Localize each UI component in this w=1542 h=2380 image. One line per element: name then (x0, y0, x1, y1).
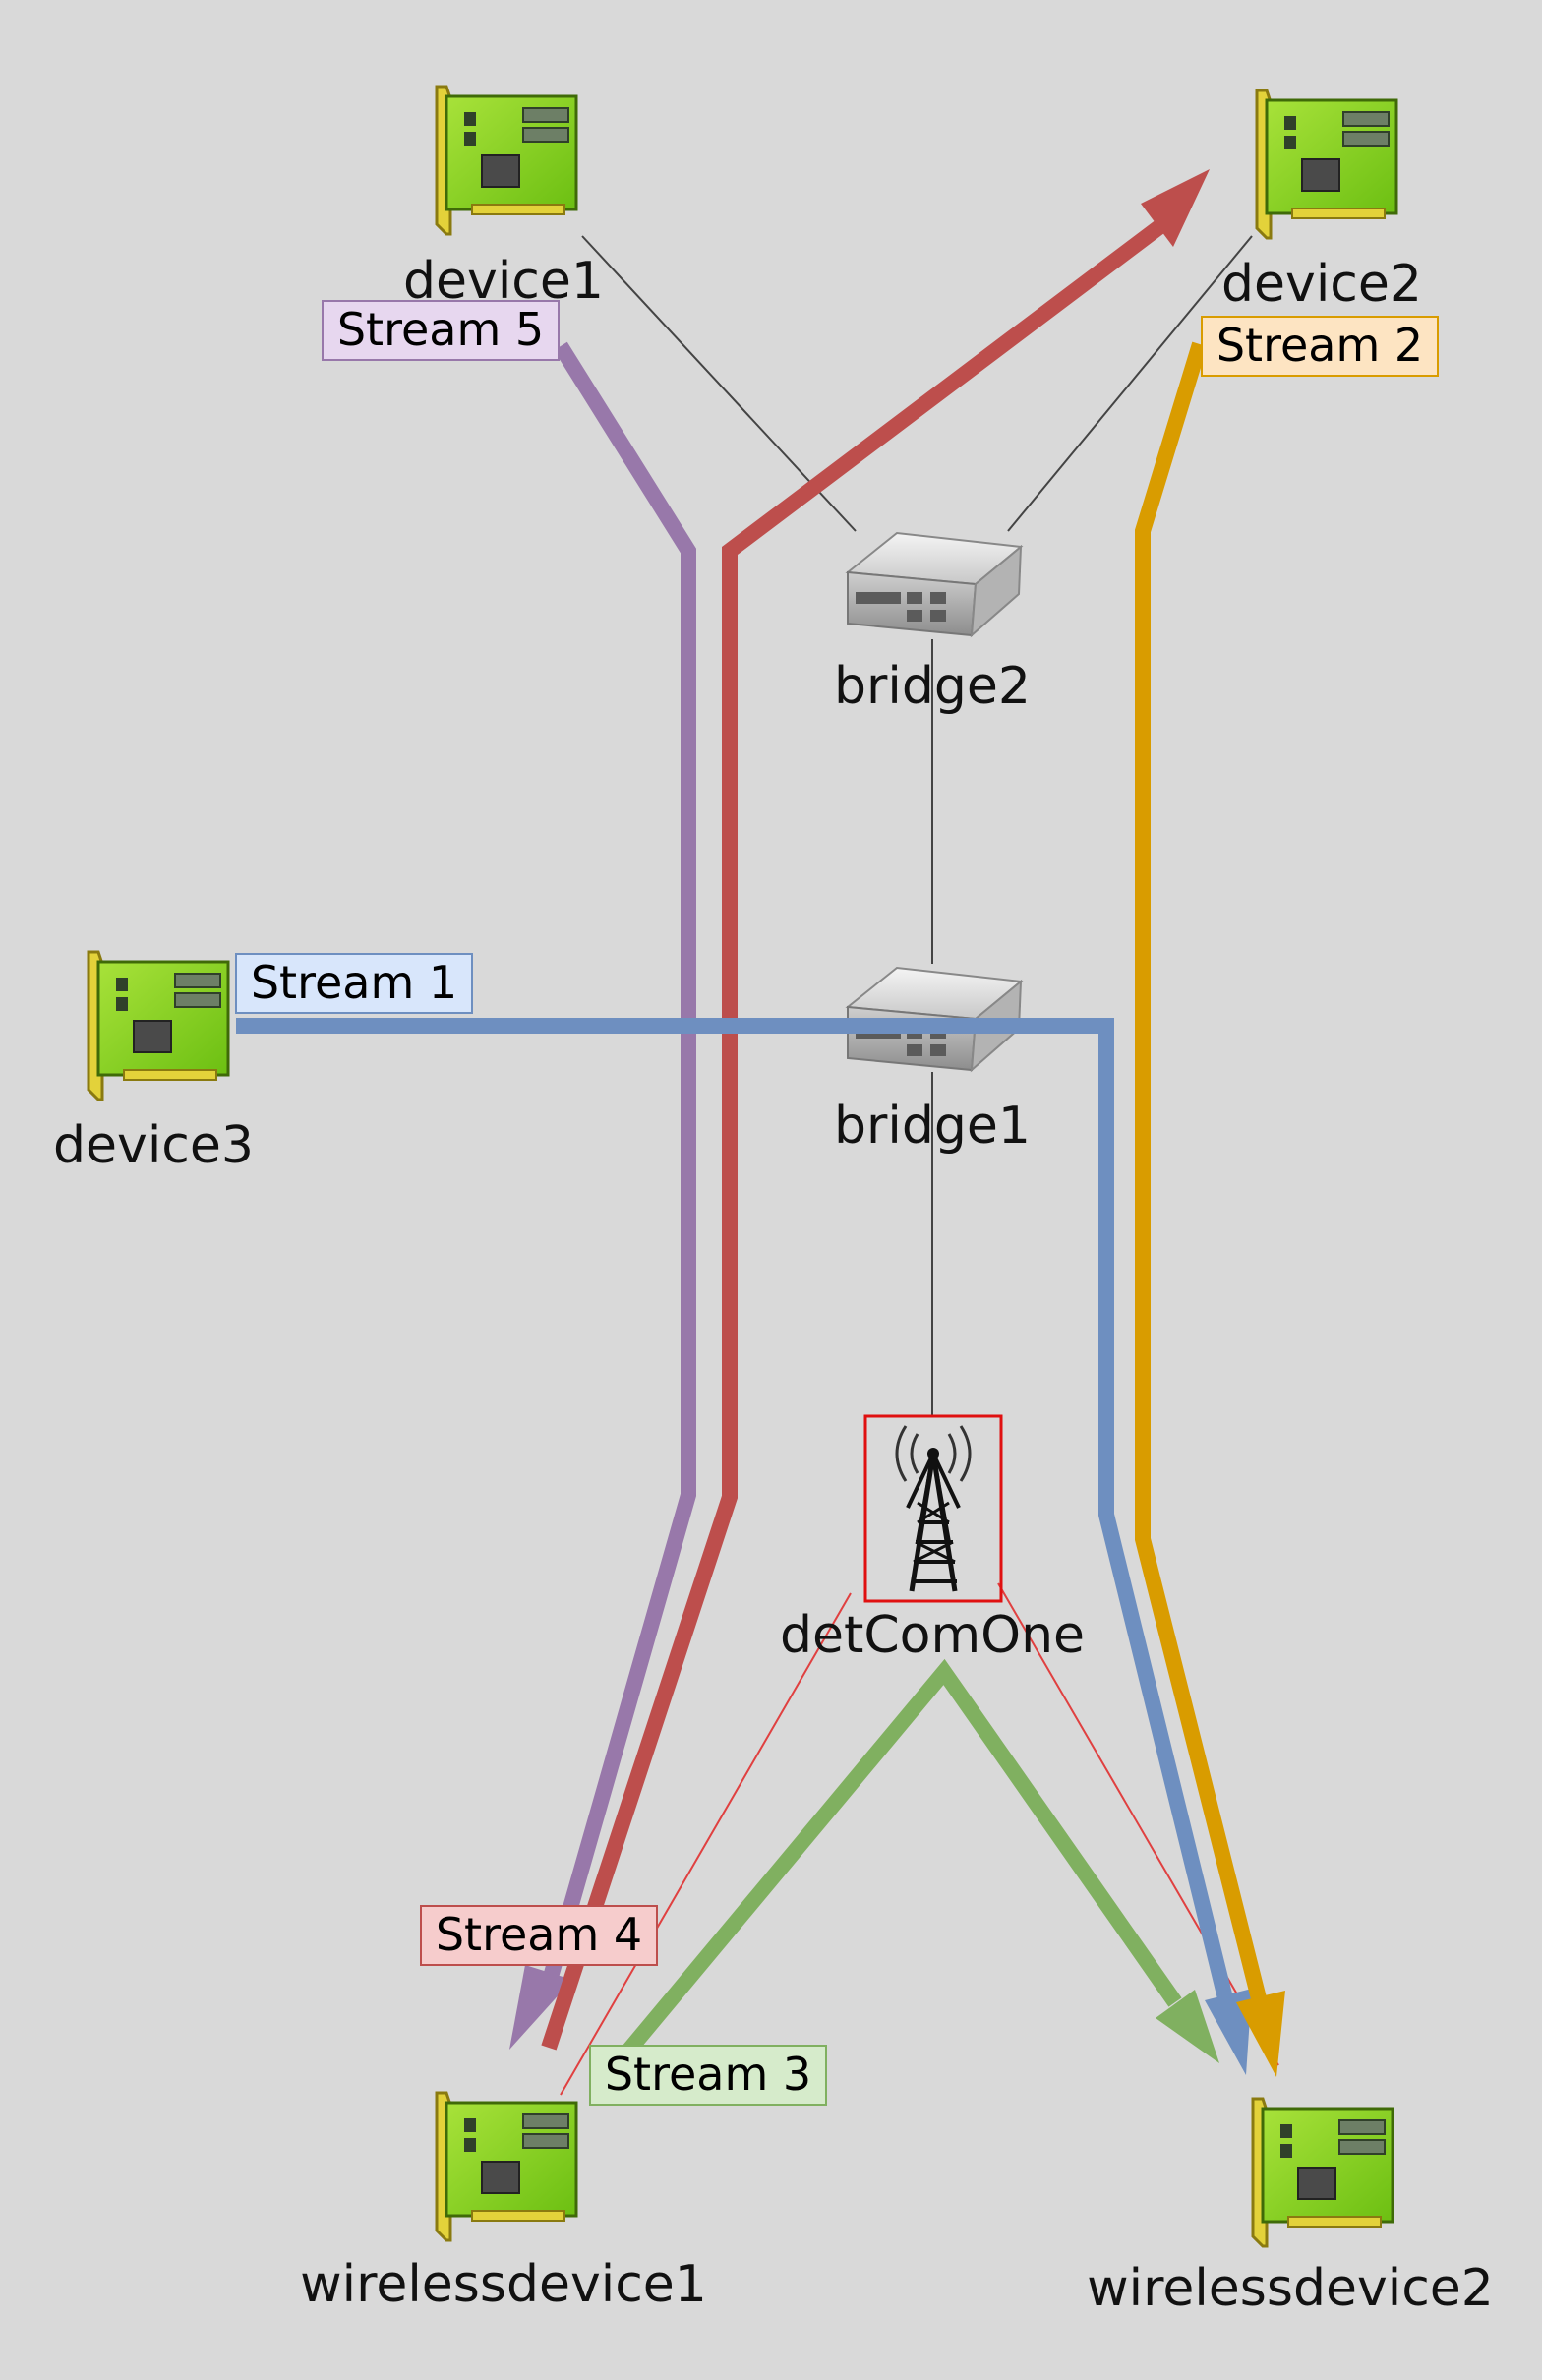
nic-card-icon (435, 85, 578, 236)
stream-2-path[interactable] (1135, 341, 1269, 2008)
link-device2-bridge2 (1007, 235, 1253, 532)
nic-card-icon (1255, 89, 1398, 240)
stream-label-4-text: Stream 4 (436, 1908, 642, 1961)
stream-4-arrowhead (1141, 169, 1210, 247)
node-label-device2: device2 (1221, 255, 1422, 314)
node-label-bridge2: bridge2 (834, 657, 1031, 716)
node-wirelessdevice1[interactable] (435, 2091, 578, 2242)
node-detcomone[interactable] (863, 1414, 1003, 1603)
nic-card-icon (435, 2091, 578, 2242)
selection-box (863, 1414, 1003, 1603)
stream-label-3-text: Stream 3 (605, 2048, 811, 2101)
stream-label-4[interactable]: Stream 4 (420, 1905, 658, 1966)
stream-label-5-text: Stream 5 (337, 303, 544, 356)
stream-1-path[interactable] (236, 1018, 1235, 2008)
node-label-detcomone: detComOne (780, 1606, 1085, 1665)
stream-3-arrowhead (1156, 1990, 1219, 2063)
node-bridge2[interactable] (847, 532, 1022, 636)
stream-2-arrowhead (1236, 1991, 1285, 2077)
stream-label-2-text: Stream 2 (1216, 319, 1423, 372)
switch-box-icon (847, 532, 1022, 636)
streams (236, 169, 1285, 2077)
stream-label-5[interactable]: Stream 5 (322, 300, 560, 361)
wireless-link-detcomone-wirelessdevice2 (997, 1582, 1279, 2066)
node-label-device3: device3 (53, 1116, 254, 1175)
node-device3[interactable] (87, 950, 230, 1101)
stream-label-1[interactable]: Stream 1 (235, 953, 473, 1014)
stream-label-3[interactable]: Stream 3 (589, 2045, 827, 2106)
stream-label-2[interactable]: Stream 2 (1201, 316, 1439, 377)
node-label-wirelessdevice1: wirelessdevice1 (300, 2255, 707, 2314)
stream-label-1-text: Stream 1 (251, 956, 457, 1009)
node-label-bridge1: bridge1 (834, 1097, 1031, 1156)
node-device1[interactable] (435, 85, 578, 236)
stream-5-path[interactable] (543, 341, 696, 1980)
nic-card-icon (87, 950, 230, 1101)
node-device2[interactable] (1255, 89, 1398, 240)
stream-5-arrowhead (509, 1965, 572, 2050)
node-wirelessdevice2[interactable] (1251, 2097, 1394, 2248)
stream-3-path[interactable] (623, 1658, 1182, 2055)
node-label-wirelessdevice2: wirelessdevice2 (1087, 2259, 1494, 2318)
nic-card-icon (1251, 2097, 1394, 2248)
stream-1-arrowhead (1205, 1989, 1252, 2075)
wireless-link-detcomone-wirelessdevice1 (560, 1592, 852, 2096)
antenna-tower-icon (897, 1426, 970, 1591)
